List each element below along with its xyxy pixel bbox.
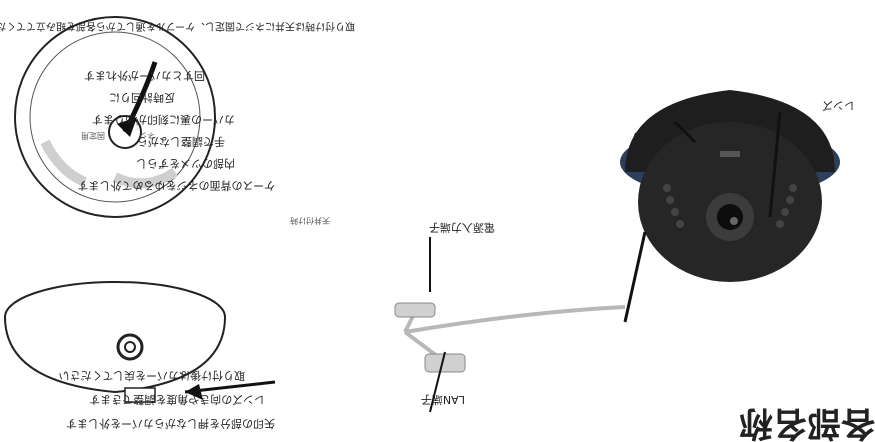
sensor-label: センサー [741, 99, 785, 112]
mount-caption: 天井付け時 [290, 216, 330, 225]
cover-note-2: レンズの向きや角度を調整できます [89, 393, 265, 406]
cable [404, 305, 626, 334]
led-label: LED [633, 129, 655, 142]
led-array-icon [663, 184, 797, 228]
ceiling-note-5: 反時計回りに [109, 91, 175, 104]
cover-note-1: 矢印の部分を押しながらカバーを外します [66, 417, 275, 430]
ceiling-note-2: 内部のツメをずらし [136, 157, 235, 170]
sensor-icon [720, 151, 740, 157]
ceiling-note-3: 手で調整しながら [137, 135, 225, 148]
mount-hole-right-label: 固定用 [81, 131, 105, 140]
lan-connector-icon [424, 353, 466, 373]
ceiling-note-6: 回すとカバーが外れます [84, 69, 205, 82]
ceiling-note-1: ケースの背面のネジをゆるめて外します [77, 179, 275, 192]
lens-icon [717, 204, 743, 230]
cover-note-3: 取り付け後はカバーを戻してください [58, 369, 245, 382]
power-port-label: 電源入力端子 [429, 221, 495, 234]
center-hole-icon [108, 115, 142, 149]
lens-label: レンズ [822, 99, 855, 112]
ceiling-note-4: カバーの裏に刻印があります [92, 113, 235, 126]
top-note: 取り付け時は天井にネジで固定し、ケーブルを通してから各部を組み立ててください [0, 20, 355, 31]
power-connector-icon [394, 302, 436, 318]
latch-icon [124, 387, 156, 403]
lan-port-label: LAN端子 [420, 393, 465, 406]
lens-window-icon [116, 333, 144, 361]
